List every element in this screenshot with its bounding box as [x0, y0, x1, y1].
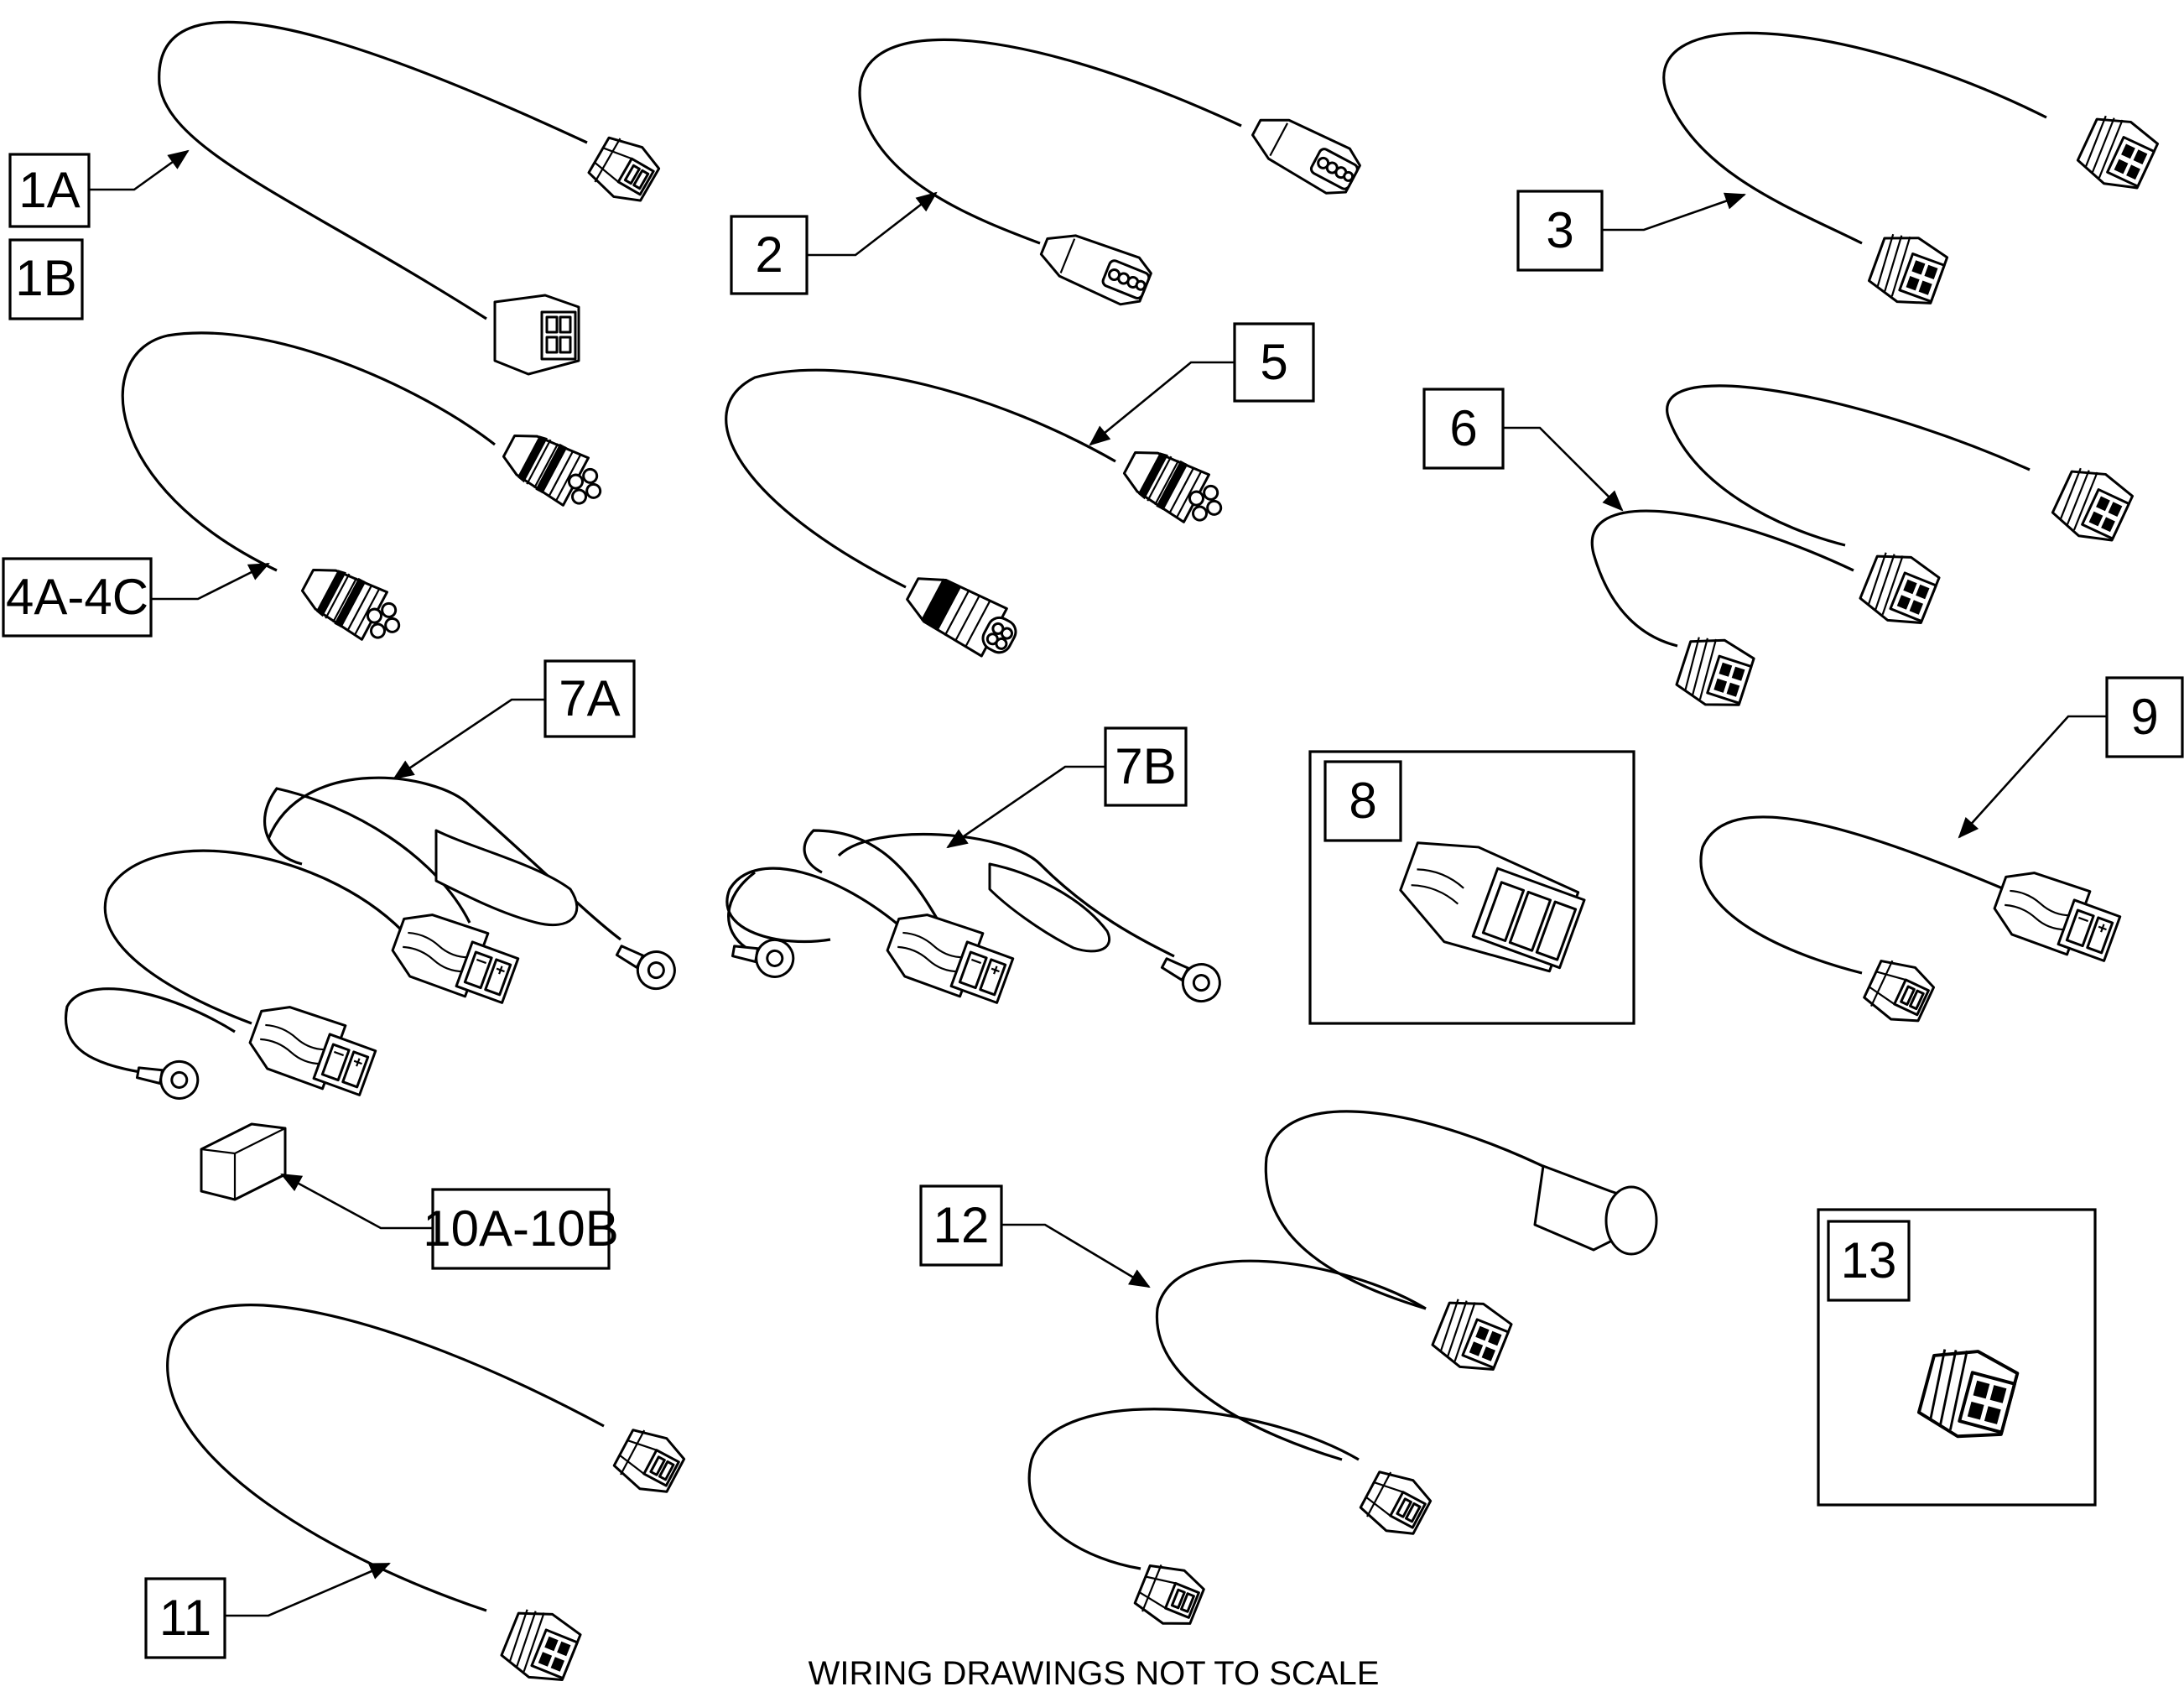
callout-label: 1B — [15, 250, 76, 306]
callout-3: 3 — [1516, 190, 1604, 272]
callout-label: 12 — [933, 1197, 990, 1253]
cable-3 — [1662, 31, 2163, 315]
scale-note: WIRING DRAWINGS NOT TO SCALE — [809, 1655, 1380, 1692]
cable-4 — [121, 331, 614, 653]
callout-label: 4A-4C — [6, 569, 148, 625]
callout-label: 3 — [1546, 202, 1573, 258]
callout-11: 11 — [144, 1577, 226, 1659]
callout-9: 9 — [2105, 676, 2184, 758]
cable-7b — [725, 829, 1228, 1011]
cable-11 — [166, 1304, 690, 1691]
callout-label: 13 — [1841, 1232, 1897, 1288]
callout-4a-4c: 4A-4C — [2, 557, 153, 638]
callout-7a: 6 7A — [543, 659, 636, 738]
cable-6 — [1590, 384, 2138, 716]
callout-12: 12 — [919, 1184, 1003, 1267]
callout-label: 1A — [18, 162, 80, 218]
callout-label: 6 — [1449, 400, 1477, 456]
callout-label-7a: 7A — [559, 670, 620, 726]
callout-label: 10A-10B — [423, 1200, 619, 1257]
callout-label: 7B — [1115, 738, 1176, 794]
cable-12 — [1027, 1110, 1658, 1635]
cable-2 — [858, 38, 1366, 312]
callout-6: 6 — [1422, 388, 1505, 470]
callout-7b: 7B — [1104, 726, 1188, 807]
callout-label: 5 — [1260, 334, 1287, 390]
callout-label: 11 — [159, 1590, 211, 1646]
callout-8: 8 — [1323, 760, 1402, 842]
cable-1 — [158, 20, 666, 376]
callout-5: 5 — [1233, 322, 1315, 403]
callout-13: 13 — [1827, 1220, 1911, 1302]
cable-7a — [64, 776, 683, 1103]
callout-label: 8 — [1349, 773, 1376, 829]
callout-label: 9 — [2130, 689, 2158, 745]
leader-lines — [89, 149, 2107, 1617]
callout-1b: 1B — [8, 238, 84, 320]
item-8-frame — [1308, 750, 1635, 1025]
item-10-block — [200, 1122, 287, 1201]
callout-2: 2 — [730, 215, 809, 295]
cylinder-sensor — [1533, 1164, 1658, 1256]
cable-9 — [1699, 815, 2126, 1032]
callout-10a-10b: 10A-10B — [423, 1188, 619, 1270]
callout-label: 2 — [755, 226, 783, 283]
callout-1a: 1A — [8, 153, 91, 228]
cable-5 — [725, 368, 1235, 658]
